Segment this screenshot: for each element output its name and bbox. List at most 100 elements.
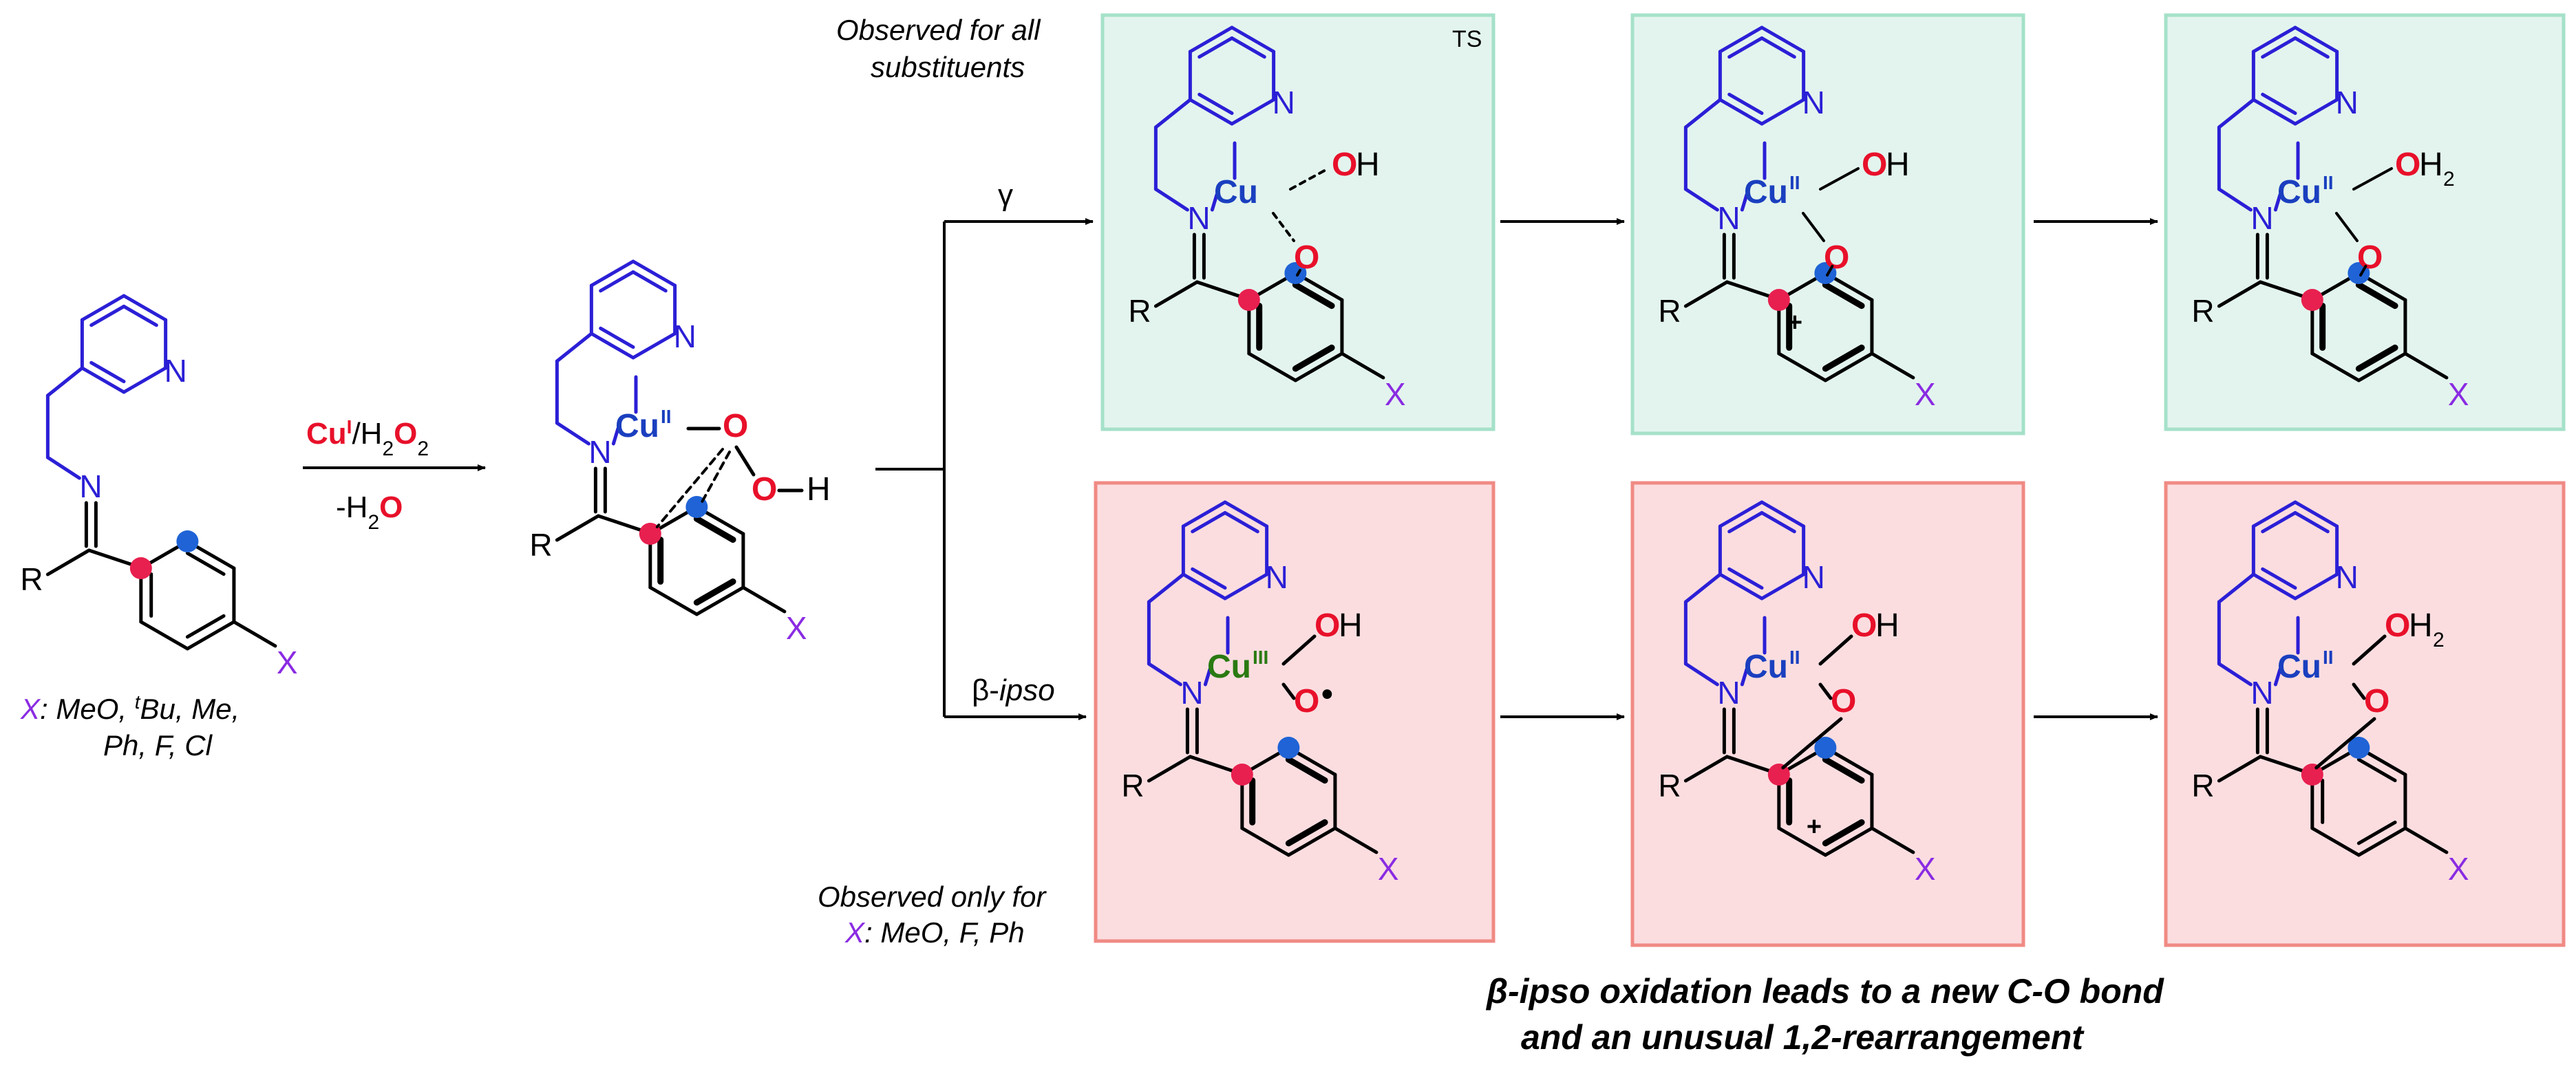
copper-atom: Cu bbox=[1744, 649, 1788, 685]
pyridine-bond bbox=[1760, 500, 1806, 528]
pyridine-bond bbox=[1223, 572, 1269, 601]
water-subscript: 2 bbox=[2433, 629, 2445, 651]
gamma-label: γ bbox=[998, 178, 1013, 212]
imine-n: N bbox=[79, 468, 102, 504]
pyridine-bond bbox=[1230, 25, 1276, 54]
cu-oh-bond bbox=[2352, 167, 2393, 191]
ipso-marker bbox=[639, 523, 661, 545]
hydroxyl-o: O bbox=[1314, 607, 1340, 644]
pyridine-n: N bbox=[1802, 559, 1825, 595]
r-label: R bbox=[20, 561, 43, 597]
n-mask bbox=[1237, 103, 1265, 136]
arene-bond bbox=[1293, 352, 1344, 382]
x-bond bbox=[1333, 826, 1379, 854]
pyridine-bond bbox=[631, 332, 677, 360]
radical-dot: • bbox=[1321, 676, 1333, 713]
pyridine-bond bbox=[1188, 98, 1234, 126]
o-c-bond bbox=[1826, 265, 1834, 277]
chain-bond bbox=[2217, 98, 2255, 129]
hydroxyl-o: O bbox=[1851, 607, 1877, 644]
arene-bond bbox=[139, 620, 189, 651]
hydroxyl-h: H bbox=[1886, 147, 1910, 183]
imine-n: N bbox=[2250, 675, 2273, 711]
ipso-marker bbox=[1767, 764, 1790, 786]
cu-o-bond bbox=[2352, 682, 2366, 700]
imine-n: N bbox=[1717, 200, 1740, 236]
chain-bond bbox=[45, 366, 84, 398]
r-label: R bbox=[1658, 768, 1681, 803]
pyridine-double-bond bbox=[2261, 36, 2297, 59]
imine-n: N bbox=[588, 434, 611, 470]
copper-oxidation-state: II bbox=[2323, 647, 2334, 668]
arene-double-bond bbox=[1822, 819, 1865, 847]
n-mask bbox=[639, 337, 666, 370]
n-cu-bond bbox=[1740, 193, 1749, 212]
n-mask bbox=[1231, 578, 1258, 611]
n-mask bbox=[2301, 103, 2328, 136]
arene-bond bbox=[1240, 826, 1290, 857]
observed-all-line2: substituents bbox=[871, 51, 1025, 83]
n-mask bbox=[1767, 578, 1795, 611]
chain-bond bbox=[1683, 662, 1719, 687]
pyridine-bond bbox=[122, 294, 168, 322]
o-ipso-bond bbox=[2314, 717, 2376, 770]
arene-double-bond bbox=[2356, 820, 2397, 845]
x-bond bbox=[2403, 826, 2449, 854]
cu-o-bond bbox=[1818, 682, 1833, 700]
hydrogen: H bbox=[807, 471, 831, 508]
x-label: X bbox=[1915, 376, 1936, 412]
pyridine-bond bbox=[2251, 25, 2297, 54]
x-label: X bbox=[2448, 376, 2469, 412]
arene-bond bbox=[2310, 352, 2361, 382]
chain-bond bbox=[45, 455, 81, 480]
pyridine-double-bond bbox=[2261, 567, 2297, 590]
o-o-bond bbox=[734, 445, 756, 477]
hydroxyl-o: O bbox=[1862, 147, 1887, 183]
substituent-list-line2: Ph, F, Cl bbox=[103, 729, 213, 762]
observed-only-line2: X: MeO, F, Ph bbox=[844, 916, 1025, 949]
arene-bond bbox=[185, 620, 236, 651]
ipso-marker bbox=[2301, 764, 2323, 786]
pyridine-bond bbox=[80, 294, 126, 322]
pyridine-n: N bbox=[1802, 85, 1825, 120]
arene-double-bond bbox=[1822, 344, 1865, 372]
pyridine-bond bbox=[1188, 25, 1234, 54]
copper-atom: Cu bbox=[2277, 174, 2321, 210]
copper-oxidation-state: II bbox=[2323, 172, 2334, 193]
pyridine-double-bond bbox=[599, 270, 635, 293]
pyridine-double-bond bbox=[2293, 36, 2330, 59]
pyridine-double-bond bbox=[1727, 567, 1764, 590]
hydroxyl-o: O bbox=[1332, 147, 1357, 183]
ortho-marker bbox=[176, 530, 199, 552]
imine-n: N bbox=[2250, 200, 2273, 236]
r-label: R bbox=[1121, 768, 1144, 803]
r-bond bbox=[1683, 755, 1729, 783]
pyridine-bond bbox=[1760, 98, 1806, 126]
hydroxyl-h: H bbox=[1356, 147, 1380, 183]
arene-double-bond bbox=[1285, 756, 1328, 784]
hydroxyl-h: H bbox=[2419, 147, 2443, 183]
arene-bond bbox=[1777, 826, 1827, 857]
reagent-top: CuI/H2O2 bbox=[306, 416, 429, 460]
pyridine-n: N bbox=[2336, 559, 2359, 595]
pyridine-double-bond bbox=[2261, 510, 2297, 534]
arene-double-bond bbox=[185, 614, 226, 639]
copper-atom: Cu bbox=[1207, 649, 1251, 685]
pyridine-double-bond bbox=[1727, 510, 1764, 534]
arene-bond bbox=[2356, 826, 2407, 857]
copper-atom: Cu bbox=[615, 408, 659, 444]
ipso-marker bbox=[1237, 289, 1260, 311]
pyridine-double-bond bbox=[89, 360, 126, 384]
cu-o-bond bbox=[2335, 212, 2359, 242]
chain-bond bbox=[1147, 662, 1182, 687]
r-bond bbox=[2217, 280, 2262, 308]
o-ipso-bond bbox=[1781, 717, 1843, 770]
reagent-bottom: -H2O bbox=[336, 490, 403, 534]
pyridine-double-bond bbox=[2261, 92, 2297, 116]
arene-double-bond bbox=[1822, 756, 1865, 784]
copper-atom: Cu bbox=[2277, 649, 2321, 685]
pyridine-double-bond bbox=[1760, 510, 1796, 534]
r-label: R bbox=[529, 527, 552, 563]
